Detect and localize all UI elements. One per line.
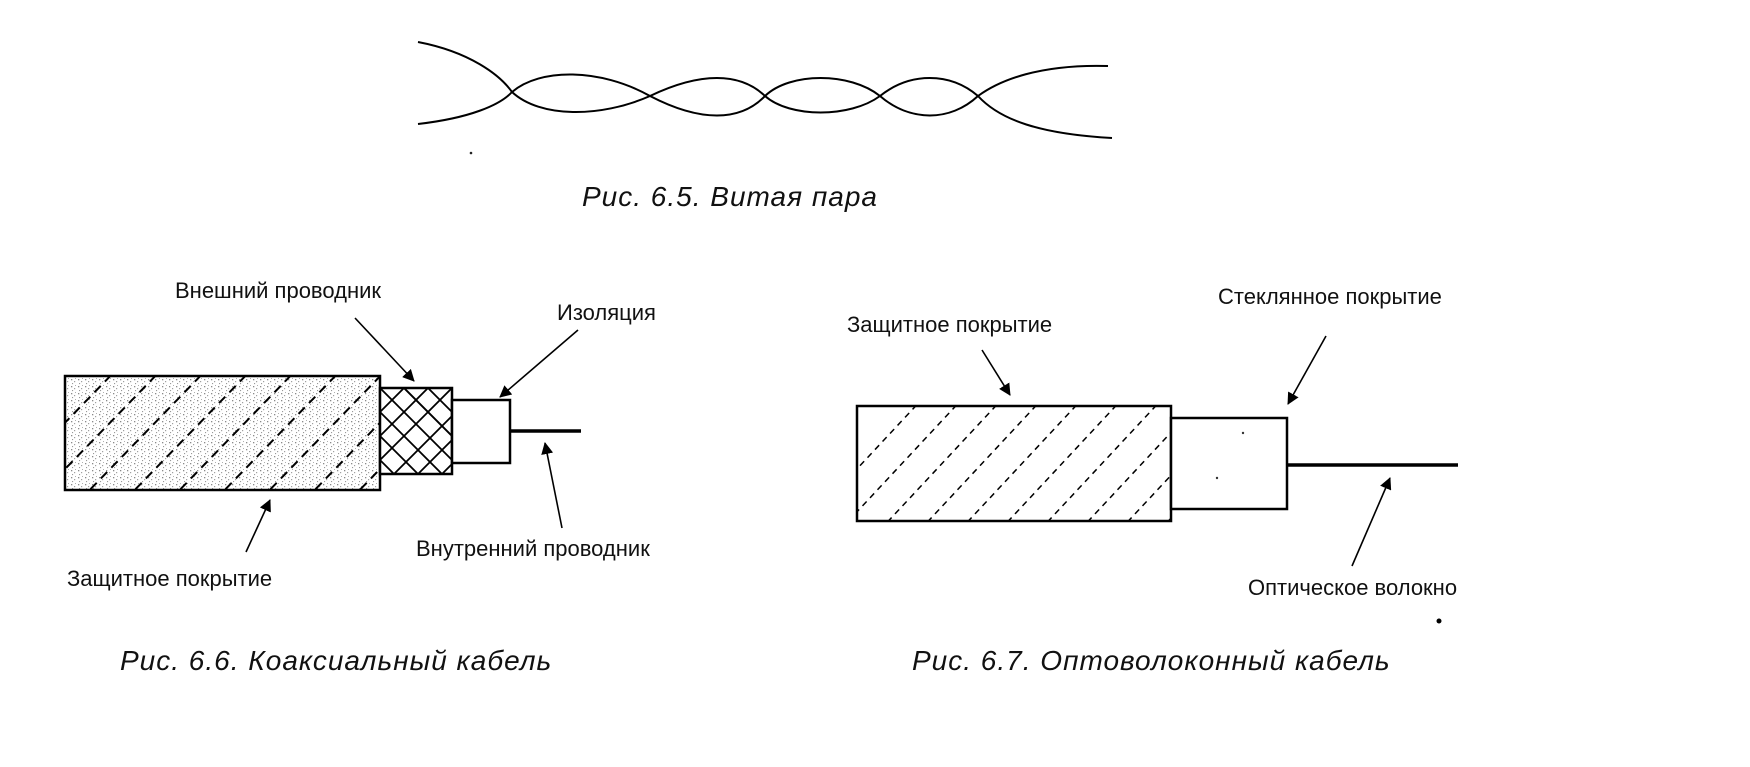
label-insulation: Изоляция [557,300,656,325]
caption-fig-6-7: Рис. 6.7. Оптоволоконный кабель [912,645,1391,676]
coaxial-cable-figure: Внешний проводник Изоляция Внутренний пр… [63,278,656,676]
label-glass-cladding: Стеклянное покрытие [1218,284,1442,309]
coax-jacket-hatch [65,376,380,490]
speck [469,151,473,155]
twisted-pair-wire-b [417,73,1113,139]
caption-fig-6-5: Рис. 6.5. Витая пара [582,181,878,212]
label-fiber-protective-cover: Защитное покрытие [847,312,1052,337]
coax-braid-mesh [380,388,452,474]
caption-fig-6-6: Рис. 6.6. Коаксиальный кабель [120,645,552,676]
coax-insulation [450,398,512,465]
arrow-inner-conductor [541,442,563,529]
fiber-protective-cover [857,406,1171,521]
coax-outer-conductor [380,388,452,474]
twisted-pair-wire-a [417,41,1109,114]
label-inner-conductor: Внутренний проводник [416,536,650,561]
arrow-coax-protective-cover [245,499,271,553]
speck [1215,476,1219,480]
arrow-outer-conductor [354,317,415,382]
arrow-optical-fiber [1351,477,1392,567]
arrow-insulation [499,329,579,398]
arrow-glass-cladding [1287,335,1327,405]
coax-protective-cover [65,376,380,490]
fiber-glass-cladding [1169,416,1289,511]
arrow-fiber-protective-cover [981,349,1011,396]
twisted-pair-figure: Рис. 6.5. Витая пара [417,41,1113,212]
speck [1436,618,1442,624]
label-outer-conductor: Внешний проводник [175,278,381,303]
speck [1241,431,1245,435]
fiber-optic-cable-figure: Защитное покрытие Стеклянное покрытие Оп… [847,284,1458,676]
label-coax-protective-cover: Защитное покрытие [67,566,272,591]
label-optical-fiber: Оптическое волокно [1248,575,1457,600]
fiber-jacket-hatch [857,406,1171,521]
